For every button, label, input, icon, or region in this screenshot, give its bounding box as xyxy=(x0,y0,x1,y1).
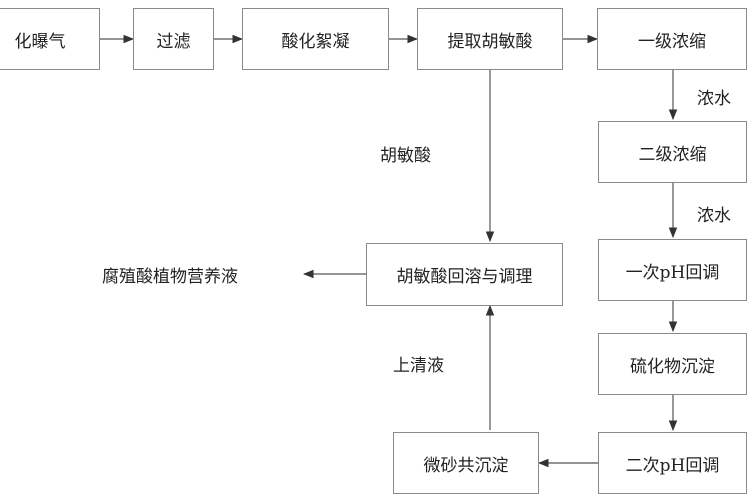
node-extract-humic-acid: 提取胡敏酸 xyxy=(417,8,563,70)
output-humic-nutrient-solution: 腐殖酸植物营养液 xyxy=(102,267,238,287)
edge-label-concentrate-2: 浓水 xyxy=(697,206,731,226)
node-acid-flocculation: 酸化絮凝 xyxy=(242,8,389,70)
node-aeration: 化曝气 xyxy=(0,8,100,70)
node-first-ph-adjust: 一次pH回调 xyxy=(598,239,747,301)
edge-label-concentrate-1: 浓水 xyxy=(697,89,731,109)
node-secondary-concentration: 二级浓缩 xyxy=(598,121,747,183)
node-second-ph-adjust: 二次pH回调 xyxy=(598,432,747,494)
edge-label-supernatant: 上清液 xyxy=(393,356,444,376)
node-sulfide-precipitation: 硫化物沉淀 xyxy=(598,333,747,395)
node-micro-sand-coprecipitation: 微砂共沉淀 xyxy=(393,432,539,494)
edge-label-humic-acid: 胡敏酸 xyxy=(380,146,431,166)
node-filter: 过滤 xyxy=(133,8,214,70)
node-primary-concentration: 一级浓缩 xyxy=(597,8,747,70)
node-humic-redissolve-conditioning: 胡敏酸回溶与调理 xyxy=(366,243,563,306)
